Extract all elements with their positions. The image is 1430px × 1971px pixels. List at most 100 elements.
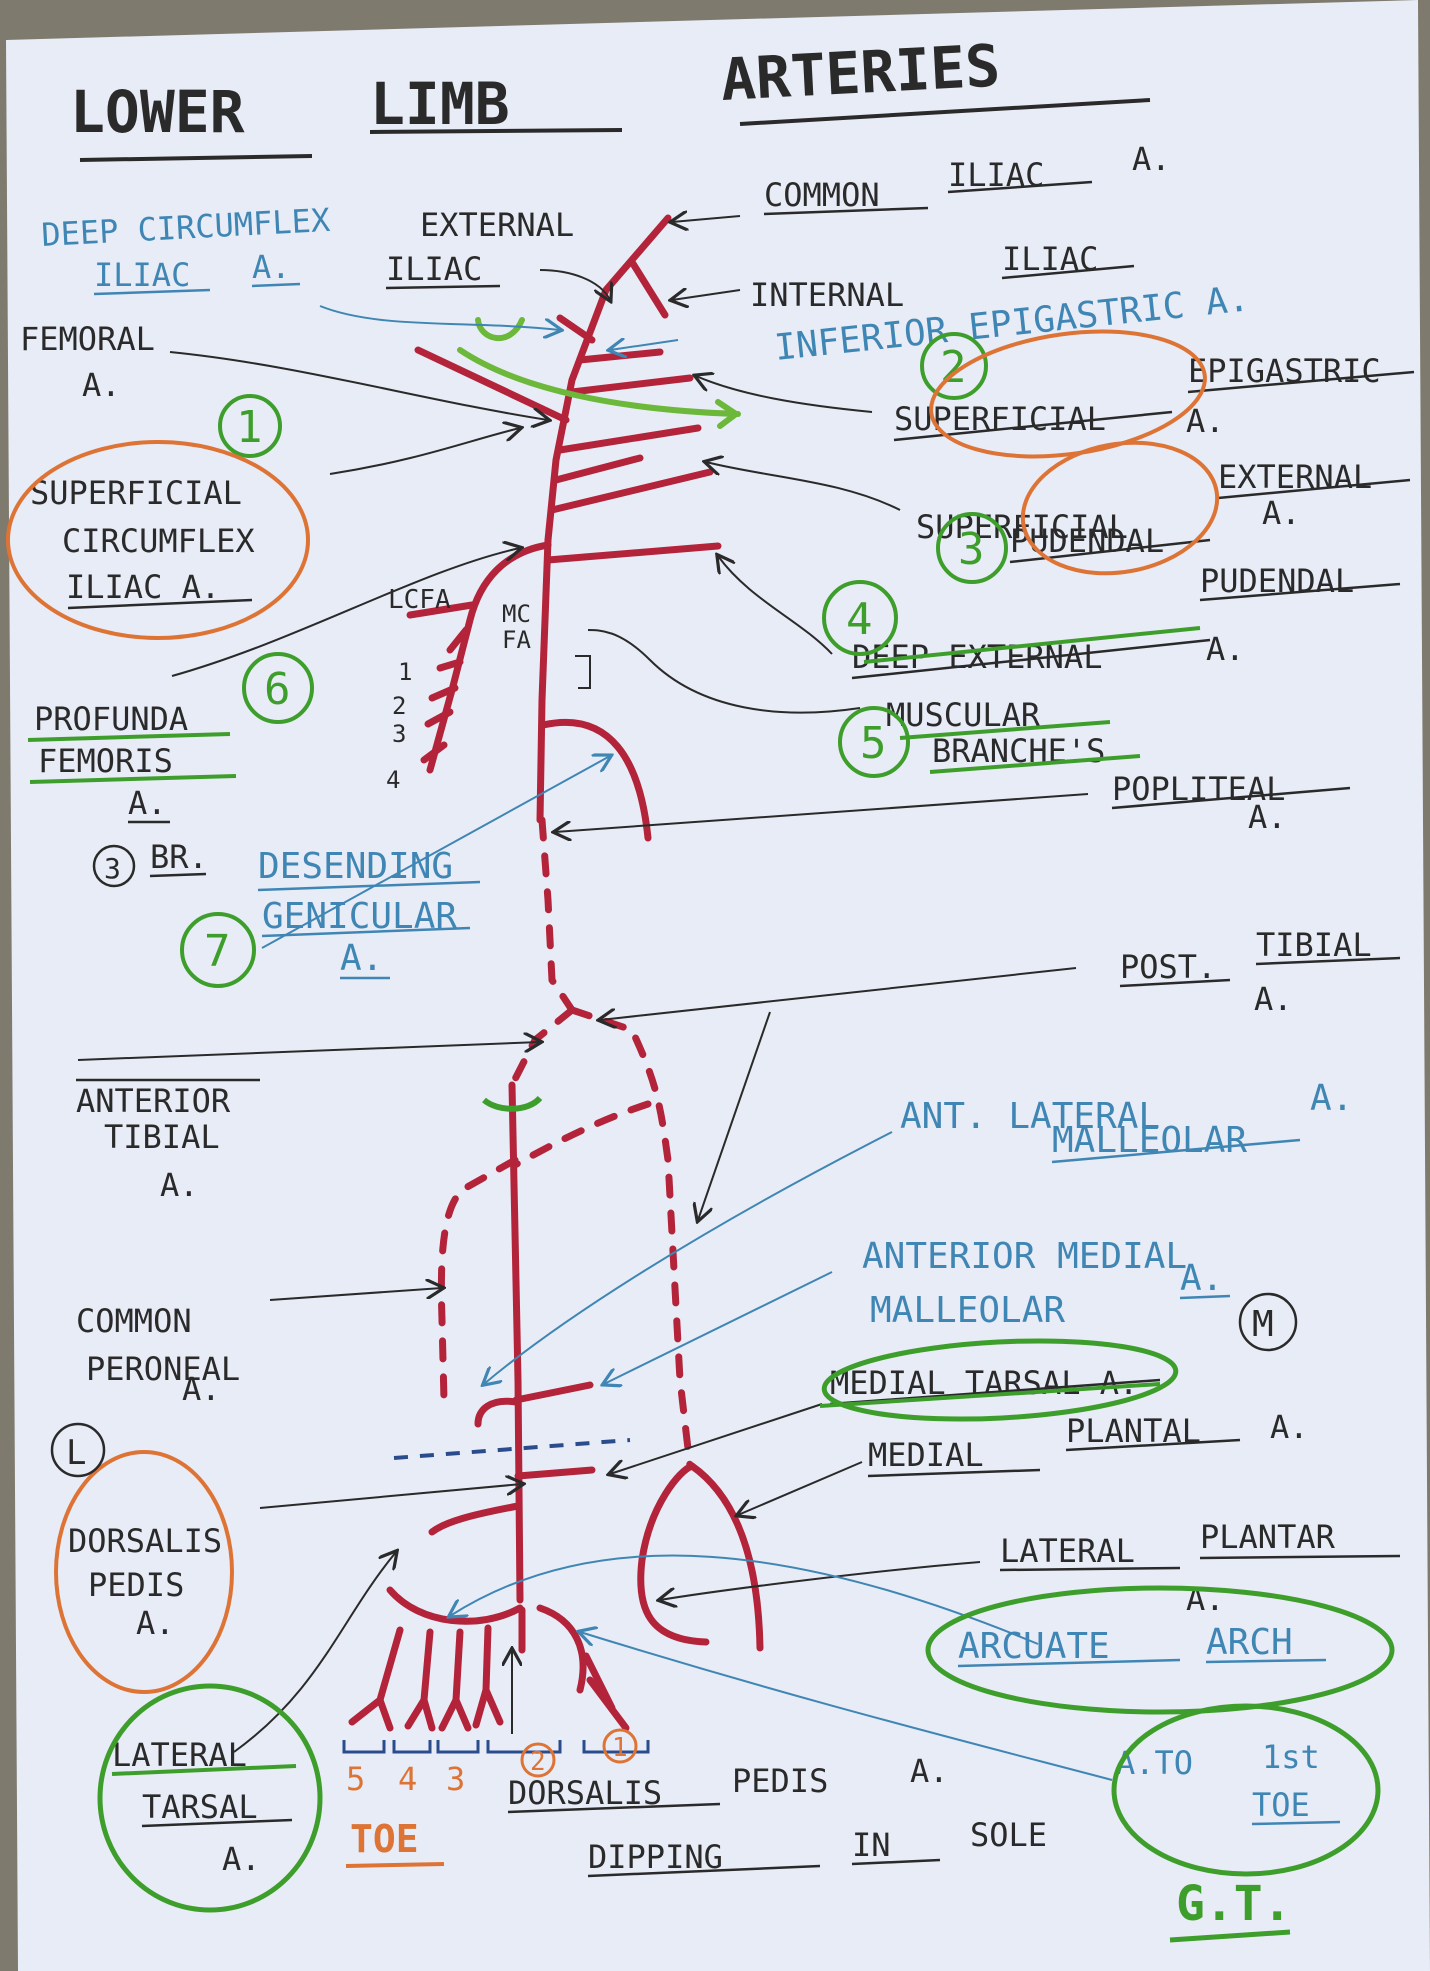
label-dipping-1c: A. xyxy=(910,1752,949,1790)
label-dipping-2a: DIPPING xyxy=(588,1838,723,1876)
label-profunda-a: A. xyxy=(128,784,167,822)
label-aml-1: ANTERIOR MEDIAL xyxy=(862,1236,1187,1277)
muscular-bracket xyxy=(575,655,591,689)
label-lateral-plantar-3: A. xyxy=(1186,1580,1225,1618)
label-lateral-tarsal-2: TARSAL xyxy=(142,1788,258,1826)
label-sci-1: SUPERFICIAL xyxy=(30,474,242,512)
label-alm-3: A. xyxy=(1310,1078,1353,1119)
label-dipping-1b: PEDIS xyxy=(732,1762,828,1800)
external-branch-5 xyxy=(556,424,702,454)
label-lateral-tarsal-3: A. xyxy=(222,1840,261,1878)
label-deep-circumflex-a: A. xyxy=(252,248,291,286)
label-toe-blue: TOE xyxy=(1252,1786,1310,1824)
first-toe-branch-b xyxy=(586,1676,630,1732)
marker-m: M xyxy=(1252,1304,1274,1345)
label-dipping-1a: DORSALIS xyxy=(508,1774,662,1812)
mcfa-branch xyxy=(446,626,470,654)
title-word-arteries: ARTERIES xyxy=(719,31,1002,114)
label-deep-circumflex-iliac: ILIAC xyxy=(94,256,190,294)
title-underlines xyxy=(79,98,1151,162)
perforator-3 xyxy=(424,708,454,728)
toe-underline xyxy=(345,1862,445,1868)
medial-malleolar-branch xyxy=(512,1381,594,1404)
label-desc-genicular-3: A. xyxy=(340,938,383,979)
label-anterior-tibial: TIBIAL xyxy=(104,1118,220,1156)
toe-num-2: 2 xyxy=(530,1747,546,1777)
label-femoral-a: A. xyxy=(82,366,121,404)
label-external-iliac: ILIAC xyxy=(386,250,482,288)
label-post-a: A. xyxy=(1254,980,1293,1018)
label-arcuate: ARCUATE xyxy=(958,1626,1110,1667)
label-dorsalis-3: A. xyxy=(136,1604,175,1642)
lateral-tarsal-branch xyxy=(428,1502,522,1536)
label-sci-2: CIRCUMFLEX xyxy=(62,522,255,560)
label-aml-2: MALLEOLAR xyxy=(870,1290,1065,1331)
label-arch: ARCH xyxy=(1206,1622,1293,1663)
internal-iliac-stub xyxy=(628,258,669,319)
label-dipping-2c: SOLE xyxy=(970,1816,1047,1854)
external-branch-1 xyxy=(556,314,596,344)
label-desc-genicular-1: DESENDING xyxy=(258,846,453,887)
label-medial-plantal-1: MEDIAL xyxy=(868,1436,984,1474)
toe-label: TOE xyxy=(350,1817,419,1861)
label-common-peroneal-3: A. xyxy=(182,1370,221,1408)
label-femoral: FEMORAL xyxy=(20,320,155,358)
knee-green-arc xyxy=(482,1095,543,1112)
perforator-1 xyxy=(436,658,464,672)
label-lateral-plantar-2: PLANTAR xyxy=(1200,1518,1336,1556)
toe-brackets xyxy=(342,1740,650,1754)
perforator-4 xyxy=(420,741,448,764)
circle-num-4: 4 xyxy=(846,594,873,645)
metatarsal-4b xyxy=(420,1696,436,1732)
circle-num-1: 1 xyxy=(236,402,263,453)
circle-num-5: 5 xyxy=(860,718,887,769)
br-count: 3 xyxy=(104,852,121,885)
label-dep-3: A. xyxy=(1206,630,1245,668)
plantar-loop xyxy=(637,1462,710,1646)
label-femoris: FEMORIS xyxy=(38,742,173,780)
title: LOWER LIMB ARTERIES xyxy=(70,31,1002,146)
label-perf-4: 4 xyxy=(386,766,400,794)
femoral-main xyxy=(536,536,552,824)
label-external: EXTERNAL xyxy=(420,206,574,244)
label-profunda: PROFUNDA xyxy=(34,700,188,738)
common-peroneal-dashed xyxy=(511,1100,652,1169)
label-superficial-epigastric-3: A. xyxy=(1186,402,1225,440)
title-word-limb: LIMB xyxy=(370,70,510,138)
label-alm-2: MALLEOLAR xyxy=(1052,1120,1247,1161)
number-circles: 1 2 3 4 5 6 7 xyxy=(180,332,1008,988)
title-word-lower: LOWER xyxy=(70,78,245,146)
label-post: POST. xyxy=(1120,948,1216,986)
label-anterior: ANTERIOR xyxy=(76,1082,231,1120)
blue-leader-lines xyxy=(261,305,1113,1781)
posterior-tibial-dashed xyxy=(568,1006,694,1470)
circle-num-7: 7 xyxy=(204,926,231,977)
perforator-2 xyxy=(428,684,459,702)
label-lcfa: LCFA xyxy=(388,585,451,615)
green-highlights xyxy=(97,1338,1395,1913)
label-medial-plantal-3: A. xyxy=(1270,1408,1309,1446)
lcfa-branch xyxy=(406,601,476,619)
toe-num-3: 3 xyxy=(446,1760,465,1798)
external-branch-7 xyxy=(548,468,714,514)
toe-num-1: 1 xyxy=(612,1733,628,1763)
label-dipping-2b: IN xyxy=(852,1826,891,1864)
anterior-tibial-solid xyxy=(508,1081,524,1604)
lateral-malleolar-branch xyxy=(474,1397,520,1428)
label-post-tibial: TIBIAL xyxy=(1256,926,1372,964)
signature-underline xyxy=(1169,1929,1291,1943)
peroneal-curve-dashed xyxy=(437,1156,519,1404)
toe-num-5: 5 xyxy=(346,1760,365,1798)
label-aml-3: A. xyxy=(1180,1258,1223,1299)
label-perf-1: 1 xyxy=(398,658,412,686)
label-internal-iliac: ILIAC xyxy=(1002,240,1098,278)
label-alm-1: ANT. LATERAL xyxy=(900,1096,1160,1137)
marker-l: L xyxy=(66,1433,86,1473)
orange-highlights xyxy=(6,329,1220,1694)
circle-num-3: 3 xyxy=(958,524,985,575)
blue-underlines xyxy=(93,282,1341,1826)
metatarsal-2b xyxy=(482,1686,504,1726)
label-perf-2: 2 xyxy=(392,692,406,720)
br-count-circle xyxy=(92,844,136,888)
toe-1-circle xyxy=(602,1728,638,1764)
